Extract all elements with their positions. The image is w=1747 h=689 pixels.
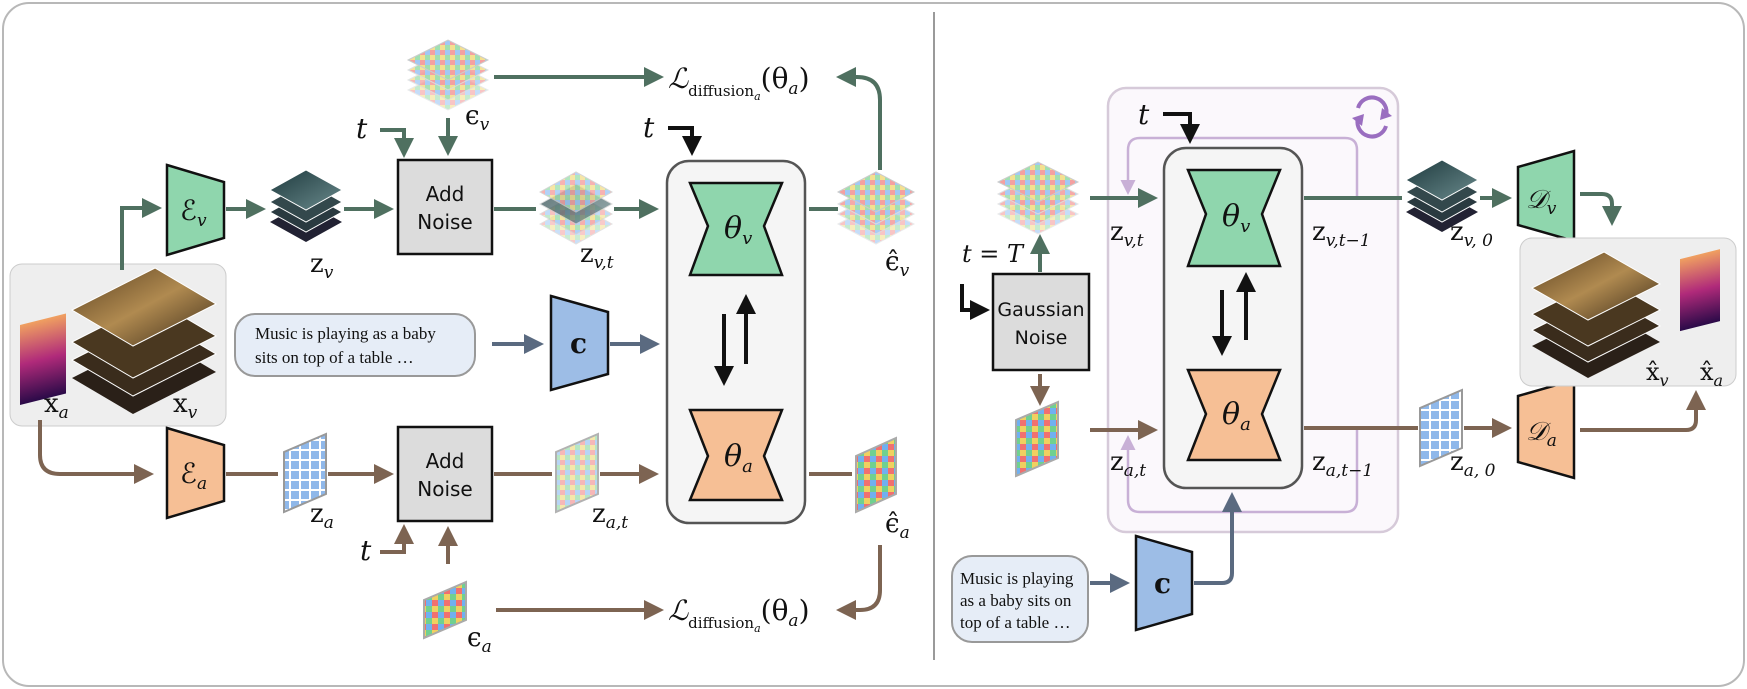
arrow-decoder-v-out [1580,192,1622,226]
caption-train-line-1: Music is playing as a baby [255,324,436,343]
cond-block-inference [1134,534,1194,632]
add-noise-a-label-2: Noise [417,477,472,501]
add-noise-v-box [396,158,494,256]
z-at1-label: za,t−1 [1312,447,1373,481]
arrow-t-addnoise-v [380,128,414,158]
z-v-label: zv [310,249,334,283]
arrow-xa-encoder-a [38,420,154,484]
theta-a-label-train: θa [724,439,753,477]
gaussian-noise-label-1: Gaussian [997,299,1084,321]
t-eq-T-label: t = T [962,240,1025,268]
z-vt-label: zv,t [580,239,614,273]
t-label-v: t [356,112,368,145]
noise-eps-a-icon [423,580,467,640]
x-v-label: xv [173,389,198,423]
add-noise-v-label-2: Noise [417,210,472,234]
theta-a-label-inf: θa [1222,397,1251,435]
latent-zvt-icon [538,171,614,245]
gaussian-noise-box [991,272,1091,372]
caption-inf-line-1: Music is playing [960,569,1074,588]
theta-a-block-inf [1186,368,1282,462]
gaussian-noise-label-2: Noise [1015,327,1068,349]
noise-eps-v-icon [406,39,490,111]
output-audio-spectrogram-icon [1680,249,1720,332]
xhat-v-label: x̂v [1646,358,1669,390]
eps-hat-v-label: ϵ̂v [885,247,910,281]
theta-v-label-train: θv [724,211,752,249]
theta-v-block-train [688,181,784,277]
arrow-epshatv-loss [836,67,882,170]
latent-zv0-icon [1404,159,1480,232]
caption-box-inference [951,555,1089,643]
theta-v-block-inf [1186,168,1282,268]
z-vt1-label: zv,t−1 [1312,217,1371,251]
arrow-decoder-a-out [1580,390,1706,432]
caption-inf-line-3: top of a table … [960,613,1070,632]
t-label-inference: t [1138,98,1150,131]
z-at-inf-label: za,t [1110,447,1146,481]
caption-inf-line-2: as a baby sits on [960,591,1072,610]
eps-hat-a-label: ϵ̂a [885,509,910,543]
encoder-a-label: ℰa [180,457,207,494]
loss-v-label: ℒdiffusiona(θa) [668,62,810,103]
loop-path-bottom [1120,430,1359,514]
arrow-t-addnoise-a [380,524,414,554]
noise-zat-inf-icon [1015,400,1059,478]
encoder-v-block [165,163,226,257]
xhat-a-label: x̂a [1700,358,1723,390]
add-noise-a-label-1: Add [426,449,465,473]
z-v0-label: zv, 0 [1450,217,1493,251]
caption-box-train [234,313,476,377]
encoder-a-block [165,426,226,520]
eps-a-label: ϵa [467,623,492,657]
latent-za0-icon [1419,388,1463,468]
eps-v-label: ϵv [465,101,490,135]
loop-refresh-icon [1352,95,1392,139]
x-a-label: xa [44,389,69,423]
loop-path-top [1120,136,1359,196]
add-noise-a-box [396,425,494,523]
cond-label-inference: c [1154,567,1171,600]
noise-epshat-v-icon [836,171,916,245]
output-video-frames-icon [1530,251,1662,378]
noise-zvt-inf-icon [996,161,1080,235]
arrow-into-gaussian [960,284,990,320]
encoder-v-arrow [120,198,162,270]
arrow-t-denoiser [668,126,702,156]
noise-epshat-a-icon [855,436,897,514]
loss-a-label: ℒdiffusiona(θa) [668,594,810,635]
add-noise-v-label-1: Add [426,182,465,206]
encoder-v-label: ℰv [180,194,207,231]
z-a-label: za [310,499,334,533]
arrow-epshata-loss [836,545,882,620]
cond-block-train [549,294,610,392]
latent-za-icon [283,432,327,514]
video-frames-icon [70,267,218,414]
latent-zv-icon [268,169,344,242]
z-vt-inf-label: zv,t [1110,217,1144,251]
latent-zat-icon [555,432,599,514]
caption-train-line-2: sits on top of a table … [255,348,414,367]
z-at-label: za,t [592,499,628,533]
t-label-a: t [360,534,372,567]
arrow-t-denoiser-inf [1163,112,1200,144]
audio-spectrogram-icon [20,313,66,406]
theta-a-block-train [688,408,784,502]
arrow-cond-denoiser-inf [1194,492,1242,585]
cond-label-train: c [570,327,587,360]
z-a0-label: za, 0 [1450,447,1496,481]
t-label-denoiser: t [643,111,655,144]
theta-v-label-inf: θv [1222,199,1250,237]
